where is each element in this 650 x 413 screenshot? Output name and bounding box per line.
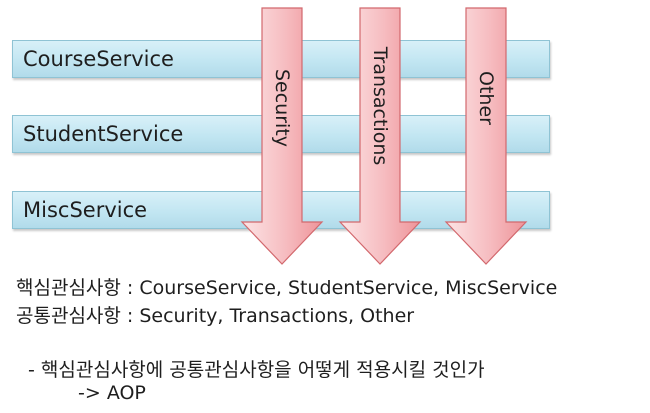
- other-arrow-shape: [444, 7, 528, 265]
- transactions-arrow-shape: [338, 7, 422, 265]
- security-arrow-label: Security: [271, 69, 293, 147]
- transactions-arrow: Transactions: [338, 7, 422, 265]
- course-service-label: CourseService: [23, 47, 174, 71]
- core-concerns-line: 핵심관심사항 : CourseService, StudentService, …: [16, 277, 558, 299]
- other-arrow-label: Other: [475, 71, 497, 125]
- common-concerns-line: 공통관심사항 : Security, Transactions, Other: [16, 305, 415, 327]
- security-arrow-shape: [240, 7, 324, 265]
- security-arrow: Security: [240, 7, 324, 265]
- student-service-label: StudentService: [23, 122, 184, 146]
- other-arrow: Other: [444, 7, 528, 265]
- aop-answer-line: -> AOP: [78, 382, 146, 404]
- transactions-arrow-label: Transactions: [369, 46, 391, 166]
- question-line: - 핵심관심사항에 공통관심사항을 어떻게 적용시킬 것인가: [28, 359, 485, 381]
- concern-arrows: Security Transactions Other: [240, 7, 528, 265]
- misc-service-label: MiscService: [23, 198, 148, 222]
